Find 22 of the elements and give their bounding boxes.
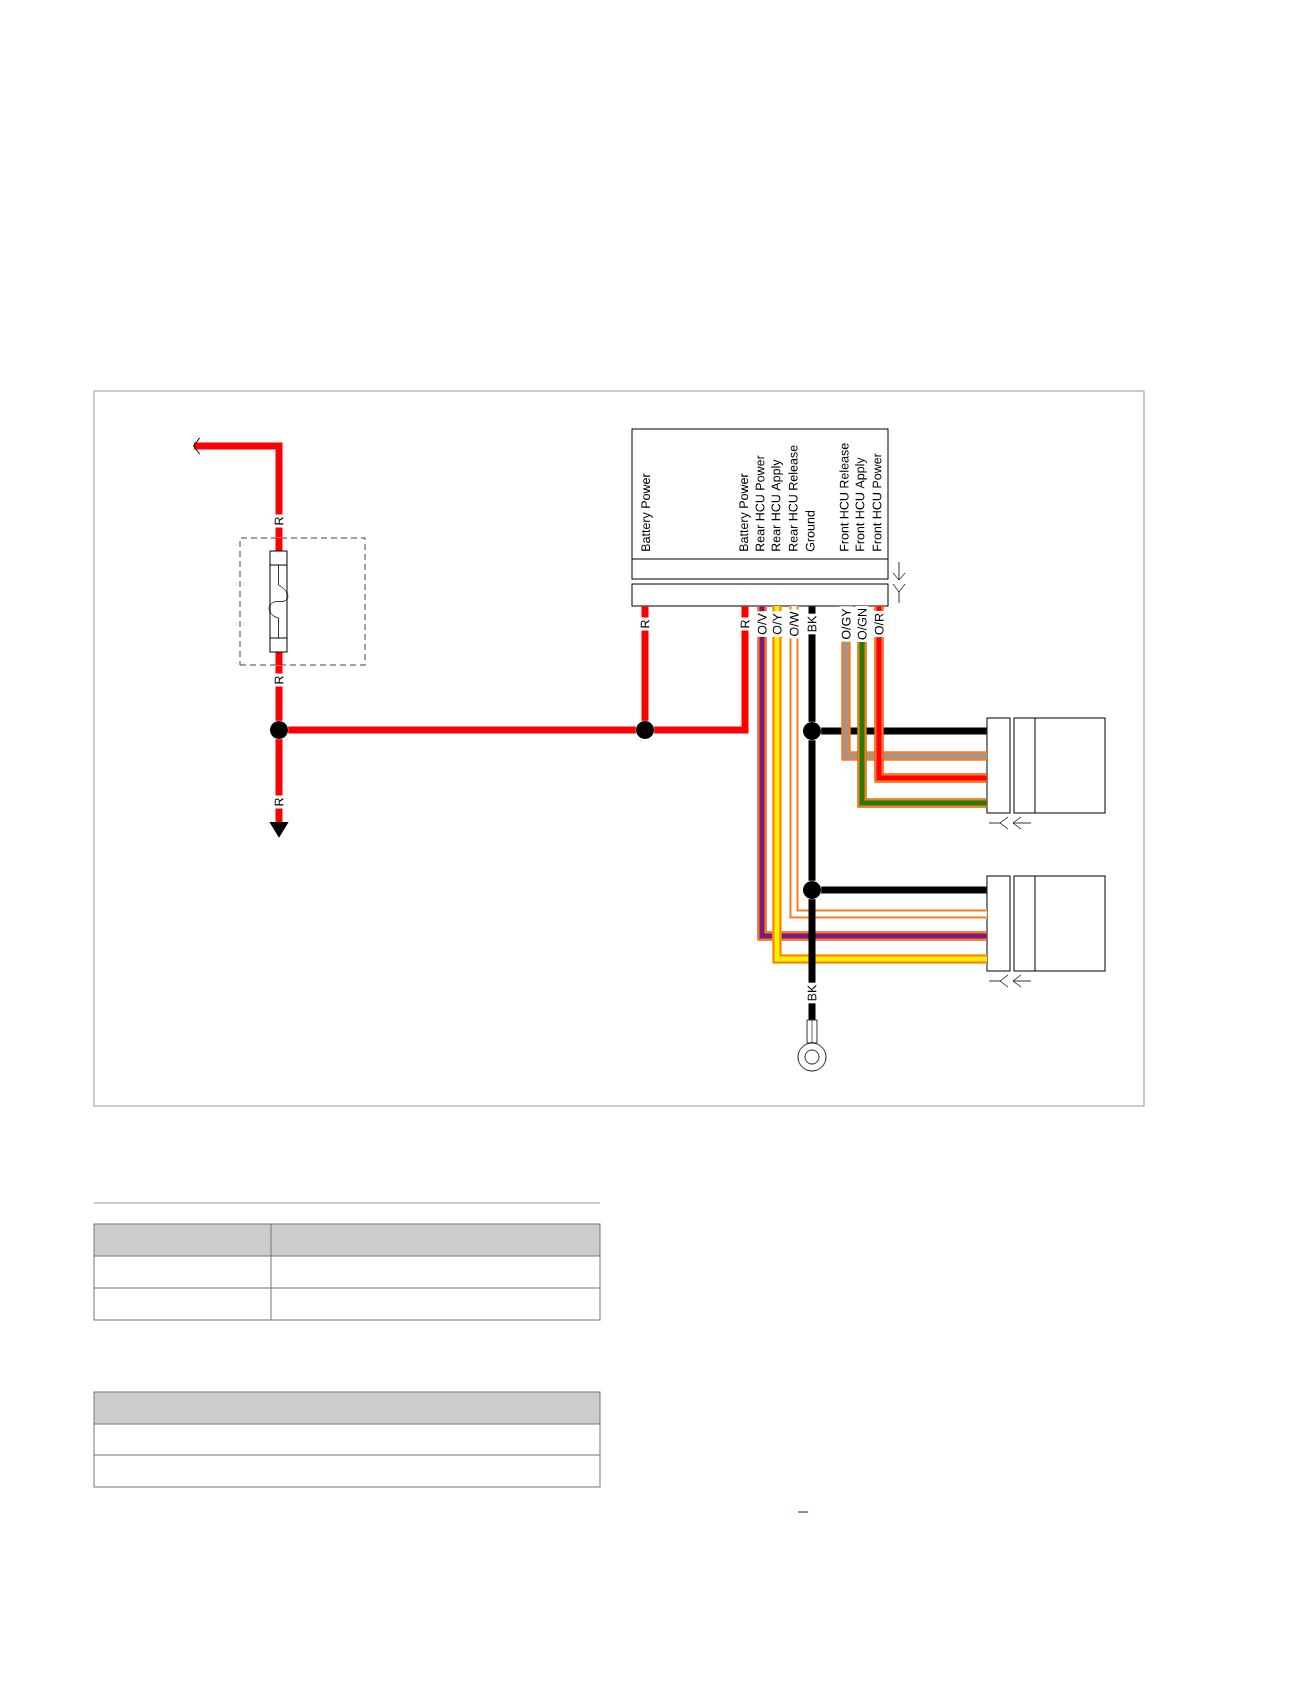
splice-dot [270, 721, 288, 739]
wire-label: O/GY [839, 606, 853, 642]
connector-drawing [986, 875, 1106, 972]
wire-label: O/V [755, 611, 769, 637]
wire-label: R [638, 617, 652, 631]
wire-label: R [738, 617, 752, 631]
splice-dot [803, 881, 821, 899]
ring-terminal [797, 1019, 827, 1072]
wire-label: R [272, 514, 286, 528]
wire [874, 606, 987, 783]
wire-label: R [272, 795, 286, 809]
connector-drawing [986, 717, 1106, 814]
splice-dot [803, 722, 821, 740]
wire-label: BK [805, 613, 819, 635]
wire-label: O/GN [855, 606, 869, 642]
splice-dot [636, 721, 654, 739]
wire-label: O/Y [770, 611, 784, 637]
wire [789, 606, 987, 919]
wire-label: BK [805, 982, 819, 1004]
wire-label: O/W [787, 609, 801, 639]
wire-label: R [272, 673, 286, 687]
wire-label: O/R [872, 610, 886, 638]
